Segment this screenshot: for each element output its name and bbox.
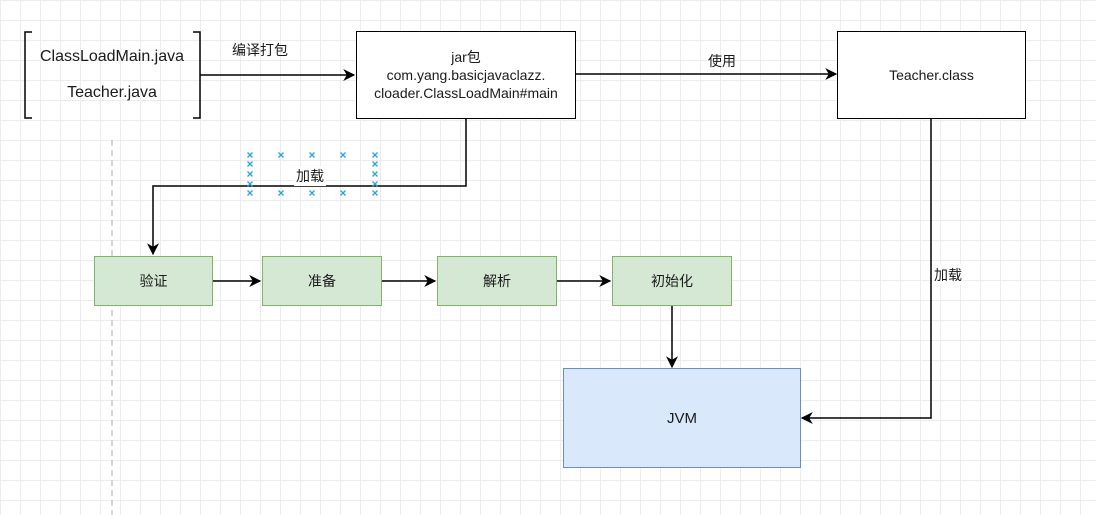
step-resolve[interactable]: 解析 (437, 256, 557, 306)
source-line-2: Teacher.java (67, 84, 157, 101)
edge-label-load-left[interactable]: 加载 (294, 166, 326, 186)
selection-marker[interactable] (247, 152, 253, 158)
step-init[interactable]: 初始化 (612, 256, 732, 306)
selection-marker[interactable] (372, 161, 378, 167)
selection-marker[interactable] (247, 161, 253, 167)
step-verify-label: 验证 (139, 273, 168, 289)
jar-node[interactable]: jar包 com.yang.basicjavaclazz. cloader.Cl… (356, 31, 576, 119)
jvm-node[interactable]: JVM (563, 368, 801, 468)
edge-label-use[interactable]: 使用 (708, 53, 736, 69)
selection-marker[interactable] (247, 171, 253, 177)
selection-marker[interactable] (278, 152, 284, 158)
jar-line-3: cloader.ClassLoadMain#main (374, 85, 558, 101)
jar-line-1: jar包 (451, 49, 481, 65)
step-prepare[interactable]: 准备 (262, 256, 382, 306)
selection-marker[interactable] (372, 171, 378, 177)
step-prepare-label: 准备 (308, 273, 336, 289)
selection-marker[interactable] (247, 190, 253, 196)
selection-marker[interactable] (340, 152, 346, 158)
jvm-label: JVM (667, 409, 697, 427)
selection-marker[interactable] (340, 190, 346, 196)
selection-marker[interactable] (309, 152, 315, 158)
selection-marker[interactable] (278, 190, 284, 196)
source-files-node[interactable]: ClassLoadMain.java Teacher.java (27, 36, 197, 114)
selection-marker[interactable] (372, 190, 378, 196)
edge-load-left (147, 118, 467, 256)
edge-label-load-right[interactable]: 加载 (932, 265, 964, 285)
jar-line-2: com.yang.basicjavaclazz. (386, 67, 546, 83)
edge-load-right (800, 118, 932, 424)
teacher-class-label: Teacher.class (889, 67, 974, 83)
selection-marker[interactable] (372, 152, 378, 158)
selection-marker[interactable] (247, 181, 253, 187)
source-line-1: ClassLoadMain.java (39, 48, 185, 65)
source-bracket-left (24, 31, 32, 119)
selection-marker[interactable] (309, 190, 315, 196)
selection-marker[interactable] (372, 181, 378, 187)
step-resolve-label: 解析 (483, 273, 511, 289)
edge-label-compile[interactable]: 编译打包 (232, 42, 288, 58)
step-init-label: 初始化 (651, 273, 693, 289)
teacher-class-node[interactable]: Teacher.class (837, 31, 1026, 119)
selection-markers (247, 152, 378, 196)
step-verify[interactable]: 验证 (94, 256, 213, 306)
